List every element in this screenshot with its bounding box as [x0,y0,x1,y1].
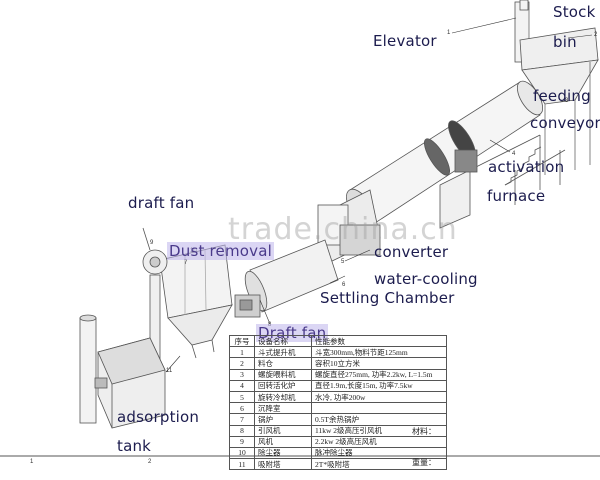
table-cell-spec: 直径1.9m,长度15m, 功率7.5kw [311,379,447,392]
table-cell-index: 5 [229,390,255,404]
table-cell-index: 7 [229,413,255,426]
table-cell-index: 1 [229,346,255,359]
label-settling-chamber: Settling Chamber [320,289,455,307]
table-cell-spec: 螺旋直径275mm, 功率2.2kw, L=1.5m [311,368,447,381]
part-number-7: 7 [184,260,188,266]
table-cell-name: 旋转冷却机 [254,390,312,404]
label-stock-bin-line1: Stock [553,3,596,21]
stock-bin-shape [519,27,599,175]
table-cell-index: 6 [229,402,255,415]
table-cell-name: 引风机 [254,424,312,437]
label-converter: converter [374,243,449,261]
part-number-5: 5 [341,259,345,265]
table-cell-spec [311,402,447,415]
part-number-2: 2 [594,32,598,38]
table-cell-spec: 容积10立方米 [311,357,447,370]
table-cell-name: 锅炉 [254,413,312,426]
part-number-11: 11 [166,368,173,374]
table-header-index: 序号 [229,334,255,348]
table-cell-spec: 水冷, 功率200w [311,390,447,404]
table-cell-spec: 2T*吸附塔 [311,458,447,471]
table-cell-index: 4 [229,379,255,392]
table-cell-name: 除尘器 [254,446,312,460]
label-activation-line2: furnace [487,187,546,205]
label-adsorption: adsorption [117,408,200,426]
table-cell-name: 风机 [254,435,312,448]
table-cell-name: 回转活化炉 [254,379,312,392]
label-draft-fan-top: draft fan [128,194,195,212]
label-feeding-line2: conveyor [530,114,600,132]
table-cell-name: 螺旋喂料机 [254,368,312,381]
table-cell-index: 8 [229,424,255,437]
part-number-4: 4 [512,151,516,157]
table-cell-index: 10 [229,446,255,460]
part-number-3: 3 [565,98,569,104]
frame-zone-2: 2 [148,459,152,465]
part-number-6: 6 [342,282,346,288]
table-cell-name: 斗式提升机 [254,346,312,359]
part-number-9: 9 [150,240,154,246]
label-feeding-line1: feeding [533,87,591,105]
watermark-text: trade.china.cn [228,212,458,247]
label-water-cooling: water-cooling [374,270,478,288]
table-cell-name: 料仓 [254,357,312,370]
table-header-row: 序号 设备名称 性能参数 [229,334,447,348]
table-cell-name: 吸附塔 [254,458,312,471]
table-cell-index: 3 [229,368,255,381]
label-dust-removal: Dust removal [167,242,275,260]
table-cell-spec: 2.2kw 2级高压风机 [311,435,447,448]
settling-chamber-shape [234,239,339,318]
weight-note: 重量： [412,458,436,467]
table-cell-spec: 斗宽300mm,物料节距125mm [311,346,447,359]
adsorption-tank-shape [79,314,166,429]
label-stock-bin-line2: bin [553,33,577,51]
part-number-1: 1 [447,30,451,36]
table-cell-name: 沉降室 [254,402,312,415]
dust-removal-shape [159,244,233,359]
table-header-spec: 性能参数 [311,334,447,348]
table-cell-index: 9 [229,435,255,448]
feeding-conveyor-shape [439,134,566,229]
table-cell-index: 2 [229,357,255,370]
converter-shape [317,189,381,263]
label-tank: tank [117,437,152,455]
material-note: 材料： [412,427,436,436]
table-header-name: 设备名称 [254,334,312,348]
leader-lines [165,17,593,373]
table-cell-spec: 0.5T余热锅炉 [311,413,447,426]
label-activation-line1: activation [488,158,565,176]
label-elevator: Elevator [373,32,437,50]
frame-zone-1: 1 [30,459,34,465]
table-cell-index: 11 [229,458,255,471]
